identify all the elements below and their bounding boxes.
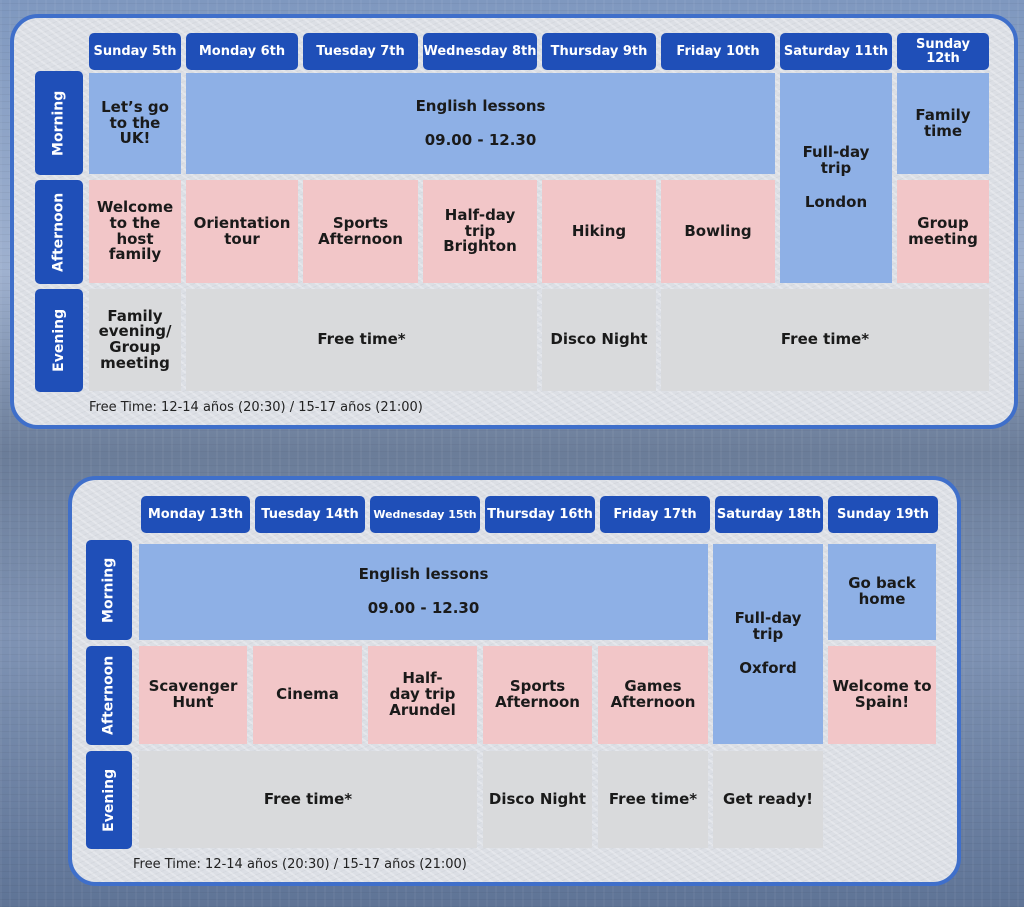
week1-day-header: Tuesday 7th [303, 33, 418, 70]
fullday-place: London [804, 192, 868, 211]
week1-welcome-host: Welcome to the host family [89, 180, 181, 283]
week1-free-time-2: Free time* [661, 289, 989, 391]
week1-family-time: Family time [897, 73, 989, 174]
week1-row-afternoon: Afternoon [35, 180, 83, 284]
week1-day-header: Friday 10th [661, 33, 775, 70]
lessons-time: 09.00 - 12.30 [424, 130, 537, 149]
week2-fullday-trip: Full-day trip Oxford [713, 544, 823, 744]
week1-day-header: Monday 6th [186, 33, 298, 70]
week2-english-lessons: English lessons 09.00 - 12.30 [139, 544, 708, 640]
week1-orientation: Orientation tour [186, 180, 298, 283]
week2-disco: Disco Night [483, 751, 592, 848]
week2-free-time-note: Free Time: 12-14 años (20:30) / 15-17 añ… [133, 857, 467, 872]
week2-row-morning: Morning [86, 540, 132, 640]
week2-go-back-home: Go back home [828, 544, 936, 640]
week2-day-header: Thursday 16th [485, 496, 595, 533]
fullday-title: Full-day trip [734, 609, 802, 644]
week2-free-time: Free time* [139, 751, 477, 848]
week2-sports: Sports Afternoon [483, 646, 592, 744]
week2-cinema: Cinema [253, 646, 362, 744]
week2-day-header: Sunday 19th [828, 496, 938, 533]
week1-day-header: Thursday 9th [542, 33, 656, 70]
week2-row-afternoon: Afternoon [86, 646, 132, 745]
lessons-time: 09.00 - 12.30 [367, 599, 480, 617]
week1-fullday-trip: Full-day trip London [780, 73, 892, 283]
week2-get-ready: Get ready! [713, 751, 823, 848]
week1-free-time: Free time* [186, 289, 537, 391]
week2-day-header: Tuesday 14th [255, 496, 365, 533]
week1-day-header: Saturday 11th [780, 33, 892, 70]
week2-row-evening: Evening [86, 751, 132, 849]
week1-free-time-note: Free Time: 12-14 años (20:30) / 15-17 añ… [89, 400, 423, 415]
week1-day-header: Sunday 5th [89, 33, 181, 70]
week2-scavenger-hunt: Scavenger Hunt [139, 646, 247, 744]
fullday-place: Oxford [739, 658, 797, 677]
week1-group-meeting: Group meeting [897, 180, 989, 283]
week1-row-evening: Evening [35, 289, 83, 392]
fullday-title: Full-day trip [802, 143, 870, 178]
week1-halfday: Half-day trip Brighton [423, 180, 537, 283]
week1-family-evening: Family evening/ Group meeting [89, 289, 181, 391]
lessons-title: English lessons [415, 96, 546, 115]
lessons-title: English lessons [358, 565, 489, 584]
week2-welcome-spain: Welcome to Spain! [828, 646, 936, 744]
week1-english-lessons: English lessons 09.00 - 12.30 [186, 73, 775, 174]
week2-free-time-2: Free time* [598, 751, 708, 848]
week2-games: Games Afternoon [598, 646, 708, 744]
week1-sports: Sports Afternoon [303, 180, 418, 283]
week2-halfday: Half-day trip Arundel [368, 646, 477, 744]
week1-bowling: Bowling [661, 180, 775, 283]
week1-day-header: Sunday 12th [897, 33, 989, 70]
week2-day-header: Friday 17th [600, 496, 710, 533]
week1-day-header: Wednesday 8th [423, 33, 537, 70]
week1-hiking: Hiking [542, 180, 656, 283]
week2-day-header: Monday 13th [141, 496, 250, 533]
week2-day-header: Wednesday 15th [370, 496, 480, 533]
week1-row-morning: Morning [35, 71, 83, 175]
week1-arrival: Let’s go to the UK! [89, 73, 181, 174]
week2-day-header: Saturday 18th [715, 496, 823, 533]
week1-disco: Disco Night [542, 289, 656, 391]
